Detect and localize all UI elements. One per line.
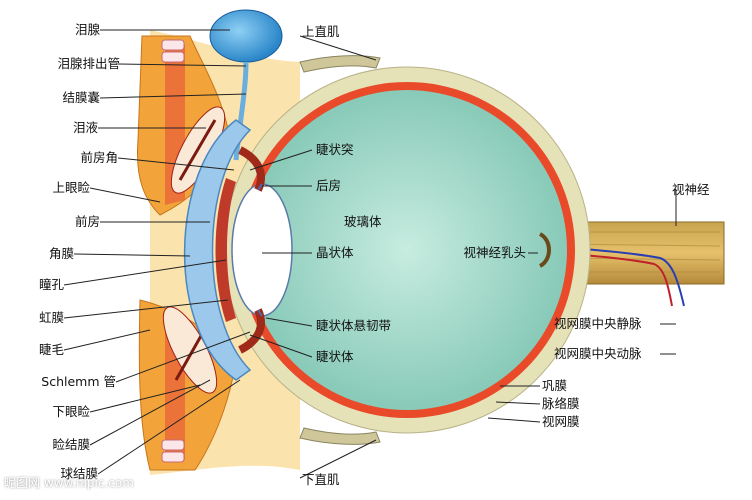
label-retina: 视网膜 xyxy=(542,414,580,429)
label-palpebral-conjunctiva: 睑结膜 xyxy=(52,437,90,452)
label-central-retinal-artery: 视网膜中央动脉 xyxy=(554,346,642,361)
label-anterior-chamber-angle: 前房角 xyxy=(80,150,118,165)
label-ciliary-process: 睫状突 xyxy=(316,142,354,157)
label-conjunctival-sac: 结膜囊 xyxy=(62,90,100,105)
label-lower-eyelid: 下眼睑 xyxy=(52,404,90,419)
label-pupil: 瞳孔 xyxy=(38,277,64,292)
label-lacrimal-gland: 泪腺 xyxy=(74,22,100,37)
lacrimal-gland-shape xyxy=(209,9,283,161)
label-schlemm-canal: Schlemm 管 xyxy=(41,374,116,389)
label-anterior-chamber: 前房 xyxy=(74,214,100,229)
label-choroid: 脉络膜 xyxy=(542,396,580,411)
label-ciliary-body: 睫状体 xyxy=(316,349,354,364)
watermark: 昵图网 www.nipic.com xyxy=(4,476,134,490)
label-superior-rectus: 上直肌 xyxy=(302,24,340,39)
label-posterior-chamber: 后房 xyxy=(316,178,342,193)
leader-lines xyxy=(63,29,677,479)
label-iris: 虹膜 xyxy=(38,310,64,325)
label-optic-disc: 视神经乳头 xyxy=(463,245,526,260)
label-upper-eyelid: 上眼睑 xyxy=(52,180,90,195)
label-sclera: 巩膜 xyxy=(542,378,568,393)
label-bulbar-conjunctiva: 球结膜 xyxy=(60,466,98,481)
label-optic-nerve: 视神经 xyxy=(672,182,710,197)
eyeball-shape xyxy=(183,55,591,445)
label-lacrimal-duct: 泪腺排出管 xyxy=(57,56,120,71)
label-inferior-rectus: 下直肌 xyxy=(302,472,340,487)
label-central-retinal-vein: 视网膜中央静脉 xyxy=(554,316,642,331)
label-cornea: 角膜 xyxy=(48,246,74,261)
label-tear-fluid: 泪液 xyxy=(72,120,98,135)
label-vitreous-body: 玻璃体 xyxy=(344,214,382,229)
label-zonular-fibers: 睫状体悬韧带 xyxy=(316,318,392,333)
label-eyelash: 睫毛 xyxy=(38,342,64,357)
label-lens: 晶状体 xyxy=(316,245,354,260)
